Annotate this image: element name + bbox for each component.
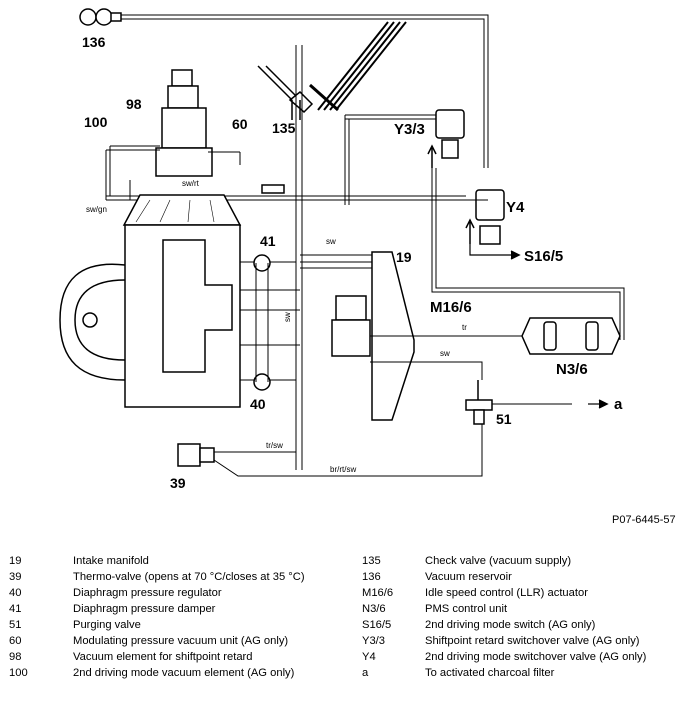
label-135: 135 — [272, 120, 296, 136]
label-40: 40 — [250, 396, 266, 412]
label-m16-6: M16/6 — [430, 299, 472, 316]
valve-y4 — [465, 189, 505, 245]
vacuum-reservoir — [79, 8, 122, 26]
carburettor — [155, 69, 213, 177]
idle-speed-actuator — [331, 295, 371, 357]
purging-valve — [465, 380, 493, 425]
label-39: 39 — [170, 475, 186, 491]
vacuum-diagram: sw/rt sw/gn sw sw sw tr tr/sw br/rt/sw 1… — [59, 8, 625, 491]
label-s16-5: S16/5 — [524, 248, 563, 265]
thermo-valve — [177, 443, 215, 467]
label-y4: Y4 — [506, 199, 525, 216]
pms-control-unit — [521, 317, 621, 355]
pressure-damper — [253, 254, 271, 272]
label-19: 19 — [396, 249, 412, 265]
wire-label: sw/rt — [182, 179, 200, 188]
label-60: 60 — [232, 116, 248, 132]
label-98: 98 — [126, 96, 142, 112]
wire-label: sw — [440, 349, 450, 358]
valve-y3-3 — [427, 109, 465, 168]
label-a: a — [614, 396, 623, 413]
label-100: 100 — [84, 114, 108, 130]
wire-label: sw/gn — [86, 205, 107, 214]
wire-label: sw — [326, 237, 336, 246]
figure-reference: P07-6445-57 — [612, 514, 676, 526]
reservoir-hose — [121, 14, 489, 168]
wire-label: sw — [283, 312, 292, 322]
wire-label: tr — [462, 323, 467, 332]
air-cleaner — [122, 194, 242, 226]
label-y3-3: Y3/3 — [394, 121, 425, 138]
engine-block — [59, 224, 300, 408]
check-valve — [257, 65, 314, 120]
label-n3-6: N3/6 — [556, 361, 588, 378]
label-41: 41 — [260, 233, 276, 249]
label-51: 51 — [496, 411, 512, 427]
wire-label: tr/sw — [266, 441, 283, 450]
pressure-regulator — [253, 373, 271, 391]
wire-label: br/rt/sw — [330, 465, 356, 474]
label-136: 136 — [82, 34, 106, 50]
